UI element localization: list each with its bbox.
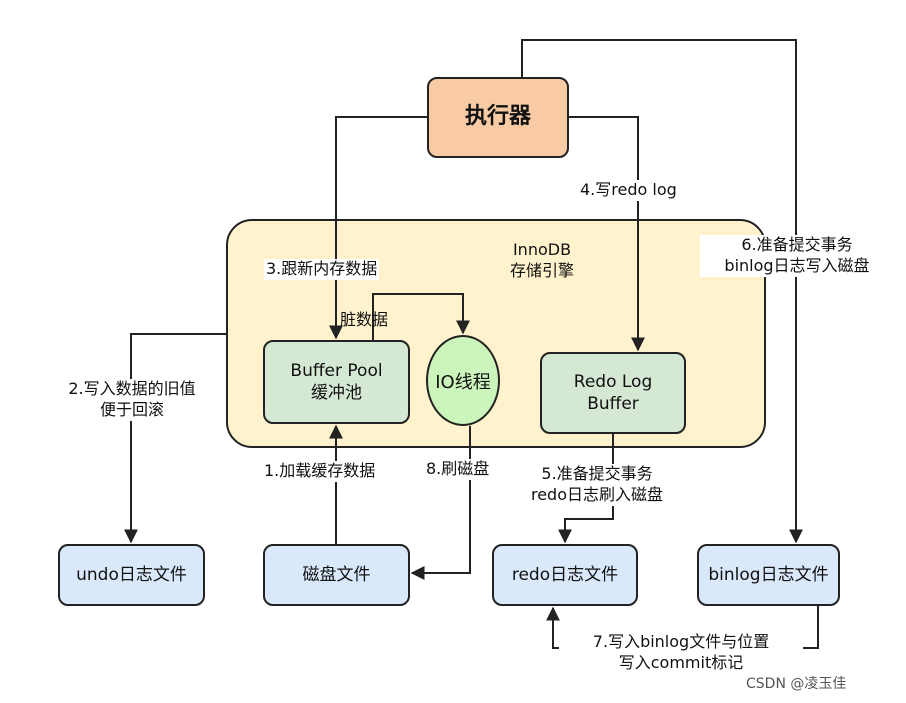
step-6-line1: 6.准备提交事务 (741, 235, 853, 254)
step-5-line2: redo日志刷入磁盘 (530, 484, 664, 504)
arrow-dirty-data (372, 293, 470, 340)
undo-log-file-box[interactable]: undo日志文件 (58, 544, 205, 606)
step-2-line1: 2.写入数据的旧值 (68, 379, 196, 398)
buffer-pool-sublabel: 缓冲池 (310, 383, 362, 403)
step-1-label: 1.加载缓存数据 (262, 461, 378, 482)
step-7-line1: 7.写入binlog文件与位置 (592, 632, 770, 651)
step-2-label: 2.写入数据的旧值 便于回滚 (40, 379, 224, 421)
dirty-data-label: 脏数据 (340, 310, 389, 329)
redo-log-file-label: redo日志文件 (511, 564, 619, 585)
step-3-label: 3.跟新内存数据 (264, 259, 380, 280)
redo-log-buffer-sublabel: Buffer (587, 394, 639, 414)
step-5-label: 5.准备提交事务 redo日志刷入磁盘 (505, 464, 689, 506)
binlog-file-label: binlog日志文件 (708, 564, 829, 585)
arrow-update-memory (329, 116, 427, 340)
step-6-line2: binlog日志写入磁盘 (724, 255, 870, 275)
step-6-label: 6.准备提交事务 binlog日志写入磁盘 (700, 235, 894, 277)
step-4-label: 4.写redo log (578, 180, 679, 201)
step-7-label: 7.写入binlog文件与位置 写入commit标记 (559, 632, 803, 674)
executor-label: 执行器 (464, 104, 531, 130)
io-thread-node[interactable]: IO线程 (426, 335, 500, 426)
disk-file-box[interactable]: 磁盘文件 (263, 544, 410, 606)
executor-box[interactable]: 执行器 (427, 77, 569, 158)
buffer-pool-label: Buffer Pool (290, 360, 383, 381)
arrow-write-undo (124, 333, 226, 544)
arrow-write-binlog (521, 39, 803, 544)
step-5-line1: 5.准备提交事务 (541, 464, 653, 483)
arrow-flush-disk (410, 426, 471, 580)
innodb-title-line1: InnoDB (512, 240, 572, 259)
watermark: CSDN @凌玉佳 (746, 676, 847, 692)
step-2-line2: 便于回滚 (99, 399, 164, 419)
redo-log-file-box[interactable]: redo日志文件 (492, 544, 638, 606)
redo-log-buffer-label: Redo Log (573, 371, 653, 392)
io-thread-label: IO线程 (435, 371, 491, 393)
disk-file-label: 磁盘文件 (302, 564, 371, 585)
redo-log-buffer-box[interactable]: Redo Log Buffer (540, 352, 686, 434)
buffer-pool-box[interactable]: Buffer Pool 缓冲池 (263, 340, 410, 424)
step-8-label: 8.刷磁盘 (424, 459, 492, 480)
arrow-write-redo-log (569, 116, 645, 352)
innodb-title-line2: 存储引擎 (509, 260, 574, 280)
step-7-line2: 写入commit标记 (618, 652, 744, 672)
innodb-title: InnoDB 存储引擎 (490, 240, 594, 282)
undo-log-file-label: undo日志文件 (76, 564, 187, 585)
binlog-file-box[interactable]: binlog日志文件 (697, 544, 840, 606)
